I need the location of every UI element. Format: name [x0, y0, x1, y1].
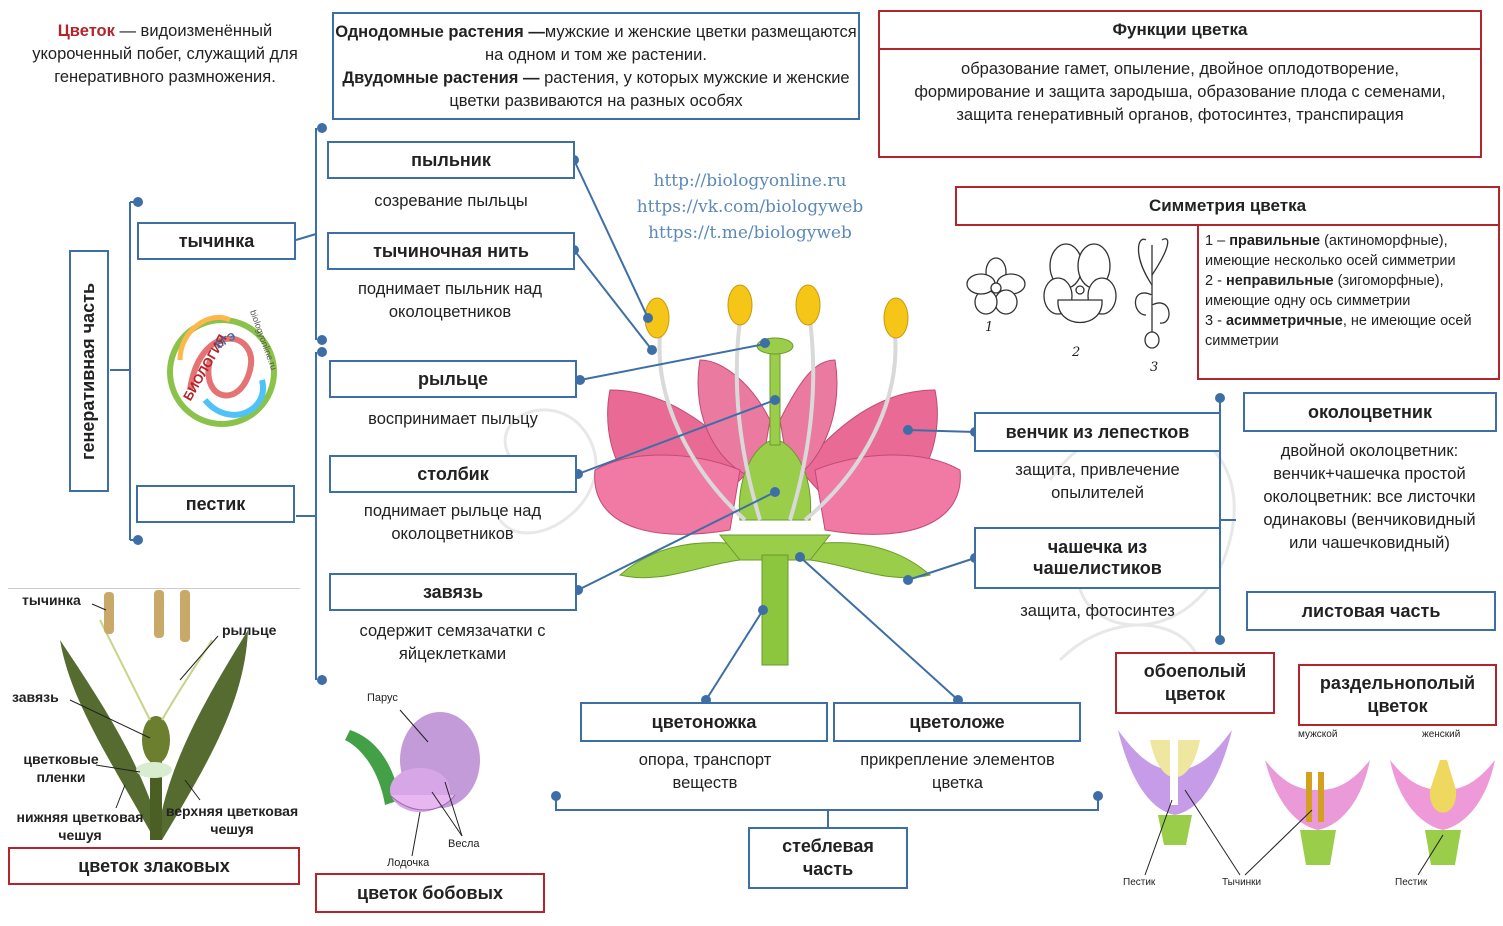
calyx-desc: защита, фотосинтез — [1020, 602, 1175, 620]
dio-term: Двудомные растения — — [342, 69, 540, 87]
sym-text-1: (актиноморфные), имеющие несколько осей … — [1205, 233, 1456, 269]
functions-title: Функции цветка — [878, 10, 1482, 50]
functions-box — [878, 48, 1482, 158]
bisexual-flower-illustration — [1118, 730, 1241, 876]
legume-boat-label: Лодочка — [387, 857, 430, 869]
link-telegram[interactable]: https://t.me/biologyweb — [648, 223, 852, 243]
legume-oars-label: Весла — [448, 838, 480, 850]
link-vk[interactable]: https://vk.com/biologyweb — [636, 197, 864, 217]
symmetry-item-2: 2 - неправильные (зигоморфные), имеющие … — [1205, 271, 1492, 311]
dio-text: растения, у которых мужские и женские цв… — [449, 69, 850, 110]
sym-text-3: , не имеющие осей симметрии — [1205, 313, 1472, 349]
sym-num-3: 3 - — [1205, 313, 1222, 329]
stamens-label-bell: Тычинки — [1222, 877, 1262, 888]
sym-num-2: 2 - — [1205, 273, 1222, 289]
perianth-title: околоцветник — [1243, 392, 1497, 432]
style-desc: поднимает рыльце над околоцветников — [363, 502, 542, 543]
style-box: столбик — [329, 455, 577, 493]
bracket-dots — [133, 123, 327, 685]
mono-dio-box: Однодомные растения —мужские и женские ц… — [332, 12, 860, 120]
receptacle-box: цветоложе — [833, 702, 1081, 742]
mono-text: мужские и женские цветки размещаются на … — [485, 23, 857, 64]
filament-desc: поднимает пыльник над околоцветников — [357, 280, 543, 321]
symmetry-fig-1: 1 — [985, 320, 994, 335]
link-site[interactable]: http://biologyonline.ru — [653, 171, 847, 191]
perianth-desc: двойной околоцветник: венчик+чашечка про… — [1263, 442, 1476, 552]
symmetry-sketches — [966, 238, 1170, 349]
links: http://biologyonline.ru https://vk.com/b… — [600, 168, 900, 246]
symmetry-fig-3: 3 — [1150, 360, 1159, 375]
part-connectors — [555, 159, 1236, 828]
pistil-box: пестик — [136, 485, 295, 523]
filament-box: тычиночная нить — [327, 232, 575, 270]
receptacle-desc: прикрепление элементов цветка — [860, 751, 1055, 792]
symmetry-item-3: 3 - асимметричные, не имеющие осей симме… — [1205, 311, 1492, 351]
legume-title-box: цветок бобовых — [315, 873, 545, 913]
symmetry-title: Симметрия цветка — [955, 186, 1500, 226]
symmetry-item-1: 1 – правильные (актиноморфные), имеющие … — [1205, 231, 1492, 271]
sym-term-3: асимметричные — [1225, 313, 1343, 329]
symmetry-list: 1 – правильные (актиноморфные), имеющие … — [1197, 224, 1500, 380]
logo-graphic — [167, 314, 277, 427]
definition-text: — видоизменённый укороченный побег, служ… — [32, 22, 298, 86]
cereal-stamen-label: тычинка — [22, 592, 81, 608]
male-flower-illustration — [1244, 760, 1370, 876]
ovary-box: завязь — [329, 573, 577, 611]
unisexual-box: раздельнополый цветок — [1298, 664, 1497, 726]
flower-illustration — [594, 284, 961, 666]
pistil-label-bell: Пестик — [1123, 877, 1156, 888]
anther-box: пыльник — [327, 141, 575, 179]
cereal-stigma-label: рыльце — [222, 622, 277, 638]
sym-text-2: (зигоморфные), имеющие одну ось симметри… — [1205, 273, 1444, 309]
corolla-desc: защита, привлечение опылителей — [1015, 461, 1180, 502]
cereal-films-label: цветковые пленки — [23, 751, 99, 785]
cereal-divider — [8, 588, 300, 589]
corolla-box: венчик из лепестков — [974, 412, 1221, 452]
stem-part-box: стеблевая часть — [748, 827, 908, 889]
legume-sail-label: Парус — [367, 692, 398, 704]
stamen-box: тычинка — [137, 222, 296, 260]
sym-num-1: 1 – — [1205, 233, 1226, 249]
symmetry-fig-2: 2 — [1072, 345, 1081, 360]
generative-label: генеративная часть — [78, 282, 99, 460]
stigma-box: рыльце — [329, 360, 577, 398]
anther-desc: созревание пыльцы — [374, 192, 528, 210]
pistil-label-female: Пестик — [1395, 877, 1428, 888]
cereal-ovary-label: завязь — [12, 689, 59, 705]
pedicel-box: цветоножка — [580, 702, 828, 742]
sym-term-1: правильные — [1229, 233, 1321, 249]
cereal-flower-illustration — [60, 590, 248, 840]
leaf-part-box: листовая часть — [1246, 591, 1496, 631]
generative-bracket — [110, 128, 317, 680]
definition-term: Цветок — [57, 22, 115, 40]
female-label: женский — [1422, 729, 1461, 740]
pedicel-desc: опора, транспорт веществ — [638, 751, 772, 792]
functions-text: образование гамет, опыление, двойное опл… — [914, 60, 1446, 124]
legume-flower-illustration — [345, 709, 480, 857]
cereal-upper-label: верхняя цветковая чешуя — [165, 803, 299, 837]
sym-term-2: неправильные — [1225, 273, 1334, 289]
male-label: мужской — [1298, 729, 1338, 740]
flower-definition: Цветок — видоизменённый укороченный побе… — [20, 20, 310, 89]
stigma-desc: воспринимает пыльцу — [368, 410, 538, 428]
cereal-title-box: цветок злаковых — [8, 847, 300, 885]
cereal-lower-label: нижняя цветковая чешуя — [16, 809, 144, 843]
generative-label-box: генеративная часть — [69, 250, 109, 492]
calyx-box: чашечка из чашелистиков — [974, 527, 1221, 589]
female-flower-illustration — [1390, 760, 1495, 876]
bisexual-box: обоеполый цветок — [1115, 652, 1275, 714]
ovary-desc: содержит семязачатки с яйцеклетками — [359, 622, 546, 663]
mono-term: Однодомные растения — — [335, 23, 545, 41]
